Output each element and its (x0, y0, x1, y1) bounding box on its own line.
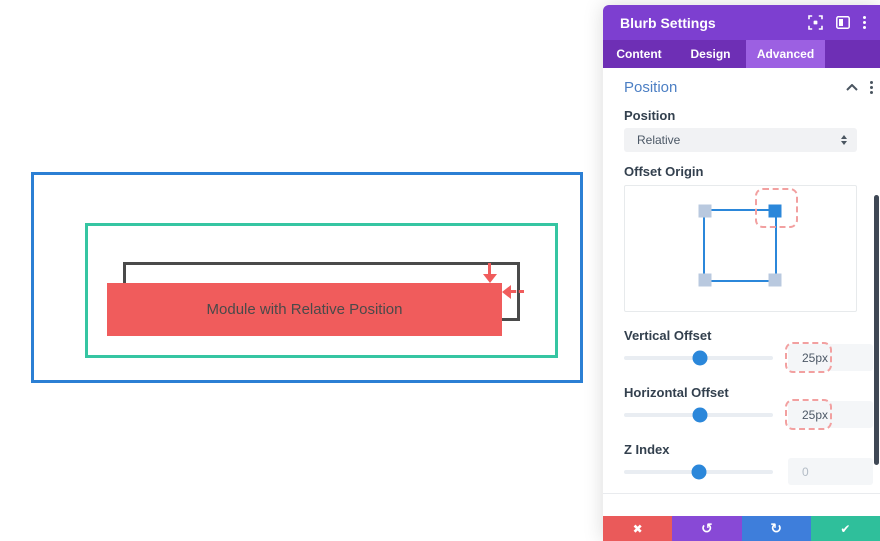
position-select-value: Relative (637, 133, 681, 147)
tab-advanced[interactable]: Advanced (746, 40, 825, 68)
panel-header: Blurb Settings (603, 5, 880, 40)
vertical-offset-input[interactable]: 25px (785, 342, 873, 373)
panel-body: Position Position Relative Offset Origin… (603, 79, 880, 485)
kebab-menu-icon[interactable] (863, 16, 866, 29)
z-index-slider (624, 458, 773, 485)
slider-thumb[interactable] (692, 350, 708, 365)
preview-canvas: Module with Relative Position (31, 172, 583, 383)
vertical-offset-slider (624, 344, 773, 371)
origin-handle-top-left[interactable] (698, 204, 712, 218)
origin-handle-bottom-left[interactable] (698, 273, 712, 287)
panel-footer: ✖ ↺ ↻ ✔ (603, 516, 880, 541)
footer-divider (603, 493, 880, 494)
vertical-offset-label: Vertical Offset (624, 328, 712, 343)
module-label: Module with Relative Position (206, 301, 403, 318)
position-select[interactable]: Relative (624, 128, 857, 152)
position-section-title: Position (624, 79, 678, 96)
vertical-offset-value: 25px (802, 350, 829, 365)
panel-scrollbar[interactable] (874, 195, 879, 465)
close-icon: ✖ (632, 521, 643, 536)
section-outline[interactable] (31, 172, 583, 383)
row-outline[interactable] (85, 223, 558, 358)
z-index-input[interactable]: 0 (788, 458, 873, 485)
settings-tabbar: Content Design Advanced (603, 40, 880, 68)
undo-icon: ↺ (701, 520, 713, 537)
horizontal-offset-arrow (511, 290, 524, 293)
offset-origin-label: Offset Origin (624, 164, 704, 179)
redo-button[interactable]: ↻ (741, 516, 811, 541)
horizontal-offset-arrowhead-icon (502, 285, 511, 299)
slider-thumb[interactable] (692, 407, 708, 422)
vertical-offset-arrowhead-icon (483, 274, 497, 283)
vertical-offset-row: 25px (624, 342, 873, 373)
z-index-row: 0 (624, 458, 873, 485)
undo-button[interactable]: ↺ (672, 516, 742, 541)
chevron-up-icon[interactable] (846, 84, 858, 91)
tab-design[interactable]: Design (690, 47, 731, 61)
updown-stepper-icon (841, 135, 847, 145)
position-field-label: Position (624, 108, 676, 123)
horizontal-offset-label: Horizontal Offset (624, 385, 729, 400)
kebab-menu-icon[interactable] (870, 81, 873, 94)
blurb-settings-panel: Blurb Settings Content (603, 5, 880, 541)
panel-title: Blurb Settings (620, 14, 716, 31)
position-section-header[interactable]: Position (624, 79, 873, 96)
discard-button[interactable]: ✖ (603, 516, 673, 541)
blurb-module[interactable]: Module with Relative Position (107, 283, 502, 336)
z-index-label: Z Index (624, 442, 670, 457)
vertical-offset-arrow (488, 263, 491, 275)
check-icon: ✔ (840, 521, 851, 536)
save-button[interactable]: ✔ (810, 516, 880, 541)
z-index-value: 0 (802, 464, 809, 479)
expand-icon[interactable] (808, 15, 823, 30)
redo-icon: ↻ (770, 520, 782, 537)
horizontal-offset-input[interactable]: 25px (785, 399, 873, 430)
columns-icon[interactable] (836, 16, 850, 29)
horizontal-offset-row: 25px (624, 399, 873, 430)
origin-handle-bottom-right[interactable] (768, 273, 782, 287)
horizontal-offset-value: 25px (802, 407, 829, 422)
offset-origin-picker (624, 185, 857, 312)
slider-thumb[interactable] (691, 464, 706, 479)
origin-handle-top-right-selected[interactable] (768, 204, 782, 218)
tab-content[interactable]: Content (616, 47, 662, 61)
horizontal-offset-slider (624, 401, 773, 428)
origin-square (698, 204, 782, 287)
